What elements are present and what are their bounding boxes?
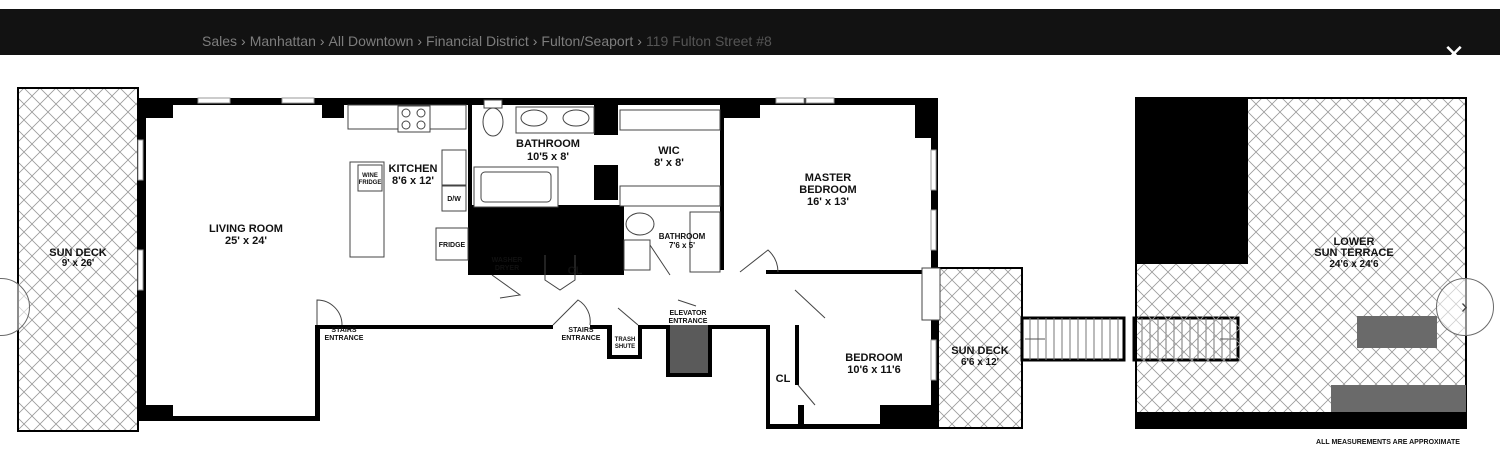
fixture-labels: WINE FRIDGE D/W FRIDGE WASHER DRYER CL C…: [325, 173, 1461, 446]
lower-sun-terrace: [1135, 97, 1467, 429]
breadcrumb-item-financial-district[interactable]: Financial District: [426, 33, 529, 49]
bathroom-small-dims: 7'6 x 5': [669, 241, 695, 250]
master-bedroom-name-2: BEDROOM: [799, 184, 856, 196]
elevator-entrance-line-1: ELEVATOR: [670, 310, 707, 317]
doors: [316, 244, 826, 406]
master-bedroom-dims: 16' x 13': [807, 196, 849, 208]
breadcrumb-item-fulton-seaport[interactable]: Fulton/Seaport: [541, 33, 634, 49]
breadcrumb-item-manhattan[interactable]: Manhattan: [249, 33, 316, 49]
master-bedroom-name-1: MASTER: [805, 172, 852, 184]
breadcrumb: Sales›Manhattan›All Downtown›Financial D…: [202, 33, 772, 49]
lower-sun-terrace-name-2: SUN TERRACE: [1314, 247, 1393, 259]
kitchen-dims: 8'6 x 12': [392, 175, 434, 187]
fridge-label: FRIDGE: [439, 242, 466, 249]
breadcrumb-item-sales[interactable]: Sales: [202, 33, 238, 49]
stairs-entrance-2-line-2: ENTRANCE: [562, 335, 601, 342]
sun-deck-left-dims: 9' x 26': [62, 258, 95, 269]
closet-label-top: CL: [568, 265, 583, 277]
elevator-shaft: [670, 325, 708, 373]
bathroom-small-name: BATHROOM: [659, 232, 706, 241]
bedroom-dims: 10'6 x 11'6: [847, 364, 901, 376]
kitchen-name: KITCHEN: [389, 163, 438, 175]
sun-deck-right-dims: 6'6 x 12': [961, 357, 999, 368]
measurement-note: ALL MEASUREMENTS ARE APPROXIMATE: [1316, 439, 1460, 446]
sun-deck-right: [921, 267, 1023, 429]
living-room-dims: 25' x 24': [225, 235, 267, 247]
wine-fridge-label-2: FRIDGE: [359, 180, 382, 186]
lower-sun-terrace-dims: 24'6 x 24'6: [1329, 259, 1379, 270]
bathroom-main-name: BATHROOM: [516, 138, 580, 150]
wic-dims: 8' x 8': [654, 157, 684, 169]
breadcrumb-current: 119 Fulton Street #8: [645, 33, 772, 49]
top-bar: [0, 9, 1500, 55]
trash-shute-line-1: TRASH: [615, 337, 636, 343]
washer-label: WASHER: [492, 257, 523, 264]
bedroom-name: BEDROOM: [845, 352, 902, 364]
room-labels: SUN DECK 9' x 26' LIVING ROOM 25' x 24' …: [49, 138, 1393, 376]
breadcrumb-separator: ›: [241, 33, 246, 49]
breadcrumb-separator: ›: [417, 33, 423, 49]
breadcrumb-separator: ›: [532, 33, 538, 49]
wine-fridge-label-1: WINE: [362, 173, 378, 179]
breadcrumb-separator: ›: [319, 33, 325, 49]
windows: [137, 97, 937, 381]
apartment-walls: [138, 98, 938, 429]
dryer-label: DRYER: [495, 265, 519, 272]
lower-sun-terrace-name-1: LOWER: [1334, 236, 1375, 248]
dishwasher-label: D/W: [447, 196, 461, 203]
bathroom-fixtures: [473, 99, 721, 273]
stairs-entrance-1-line-2: ENTRANCE: [325, 335, 364, 342]
living-room-name: LIVING ROOM: [209, 223, 283, 235]
elevator-entrance-line-2: ENTRANCE: [669, 318, 708, 325]
kitchen-fixtures: [347, 104, 469, 261]
breadcrumb-item-all-downtown[interactable]: All Downtown: [328, 33, 414, 49]
sun-deck-left-name: SUN DECK: [49, 247, 107, 259]
floor-plan: SUN DECK 9' x 26' LIVING ROOM 25' x 24' …: [17, 87, 1467, 446]
breadcrumb-separator: ›: [637, 33, 642, 49]
next-image-button[interactable]: ›: [1436, 278, 1494, 336]
closet-label-bottom: CL: [776, 373, 791, 385]
sun-deck-left: [17, 87, 139, 432]
bathroom-main-dims: 10'5 x 8': [527, 151, 569, 163]
sun-deck-right-name: SUN DECK: [951, 345, 1009, 357]
trash-shute-line-2: SHUTE: [615, 344, 635, 350]
close-icon[interactable]: ✕: [1443, 39, 1465, 69]
chevron-right-icon: ›: [1461, 296, 1468, 318]
wic-name: WIC: [658, 145, 679, 157]
stairs-entrance-2-line-1: STAIRS: [568, 327, 593, 334]
stairs-entrance-1-line-1: STAIRS: [331, 327, 356, 334]
